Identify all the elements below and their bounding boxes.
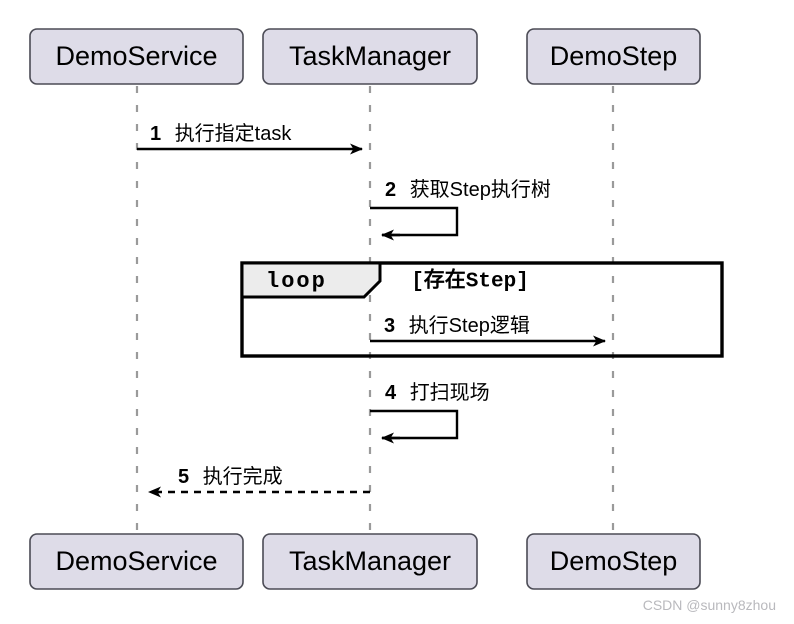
participant-footer-demo-service[interactable]: DemoService [29, 533, 244, 590]
message-1-text: 执行指定task [175, 122, 293, 145]
participant-footers: DemoService TaskManager DemoStep [29, 533, 701, 590]
message-1-seq: 1 [150, 123, 161, 145]
participant-label-demo-step: DemoStep [550, 41, 678, 71]
participant-box-footer-task-manager[interactable] [262, 533, 478, 590]
participant-box-footer-demo-step[interactable] [526, 533, 701, 590]
message-3-seq: 3 [384, 315, 395, 337]
message-5[interactable]: 5 执行完成 [148, 465, 370, 498]
participant-headers: DemoService TaskManager DemoStep [29, 28, 701, 85]
message-4[interactable]: 4 打扫现场 [370, 381, 490, 444]
message-3-label: 3 执行Step逻辑 [384, 314, 530, 337]
message-2[interactable]: 2 获取Step执行树 [370, 178, 551, 241]
loop-fragment[interactable]: loop [存在Step] [240, 261, 724, 358]
message-2-label: 2 获取Step执行树 [385, 178, 551, 201]
message-5-text: 执行完成 [203, 465, 283, 488]
participant-box-task-manager[interactable] [262, 28, 478, 85]
participant-header-demo-step[interactable]: DemoStep [526, 28, 701, 85]
watermark-label: CSDN @sunny8zhou [643, 597, 776, 613]
message-5-label: 5 执行完成 [178, 465, 283, 488]
loop-fragment-tab [240, 261, 382, 299]
message-5-seq: 5 [178, 466, 189, 488]
message-2-self-path [370, 206, 459, 237]
participant-footer-task-manager[interactable]: TaskManager [262, 533, 478, 590]
participant-header-task-manager[interactable]: TaskManager [262, 28, 478, 85]
participant-box-footer-demo-service[interactable] [29, 533, 244, 590]
participant-footer-demo-step[interactable]: DemoStep [526, 533, 701, 590]
message-1-label: 1 执行指定task [150, 122, 292, 145]
message-2-seq: 2 [385, 179, 396, 201]
message-4-label: 4 打扫现场 [385, 381, 490, 404]
message-3-text: 执行Step逻辑 [409, 314, 530, 337]
participant-header-demo-service[interactable]: DemoService [29, 28, 244, 85]
participant-label-task-manager: TaskManager [289, 41, 451, 71]
participant-label-demo-service: DemoService [55, 41, 217, 71]
participant-box-demo-service[interactable] [29, 28, 244, 85]
message-2-text: 获取Step执行树 [410, 178, 551, 201]
participant-label-footer-task-manager: TaskManager [289, 546, 451, 576]
participant-label-footer-demo-service: DemoService [55, 546, 217, 576]
message-4-self-path [370, 409, 459, 440]
message-1[interactable]: 1 执行指定task [137, 122, 363, 155]
message-3[interactable]: 3 执行Step逻辑 [370, 314, 606, 347]
loop-fragment-border [240, 261, 724, 358]
participant-box-demo-step[interactable] [526, 28, 701, 85]
loop-fragment-operator-label: loop [266, 269, 327, 294]
loop-fragment-guard-label: [存在Step] [411, 268, 529, 294]
message-4-text: 打扫现场 [410, 381, 490, 404]
message-4-seq: 4 [385, 382, 397, 404]
participant-label-footer-demo-step: DemoStep [550, 546, 678, 576]
